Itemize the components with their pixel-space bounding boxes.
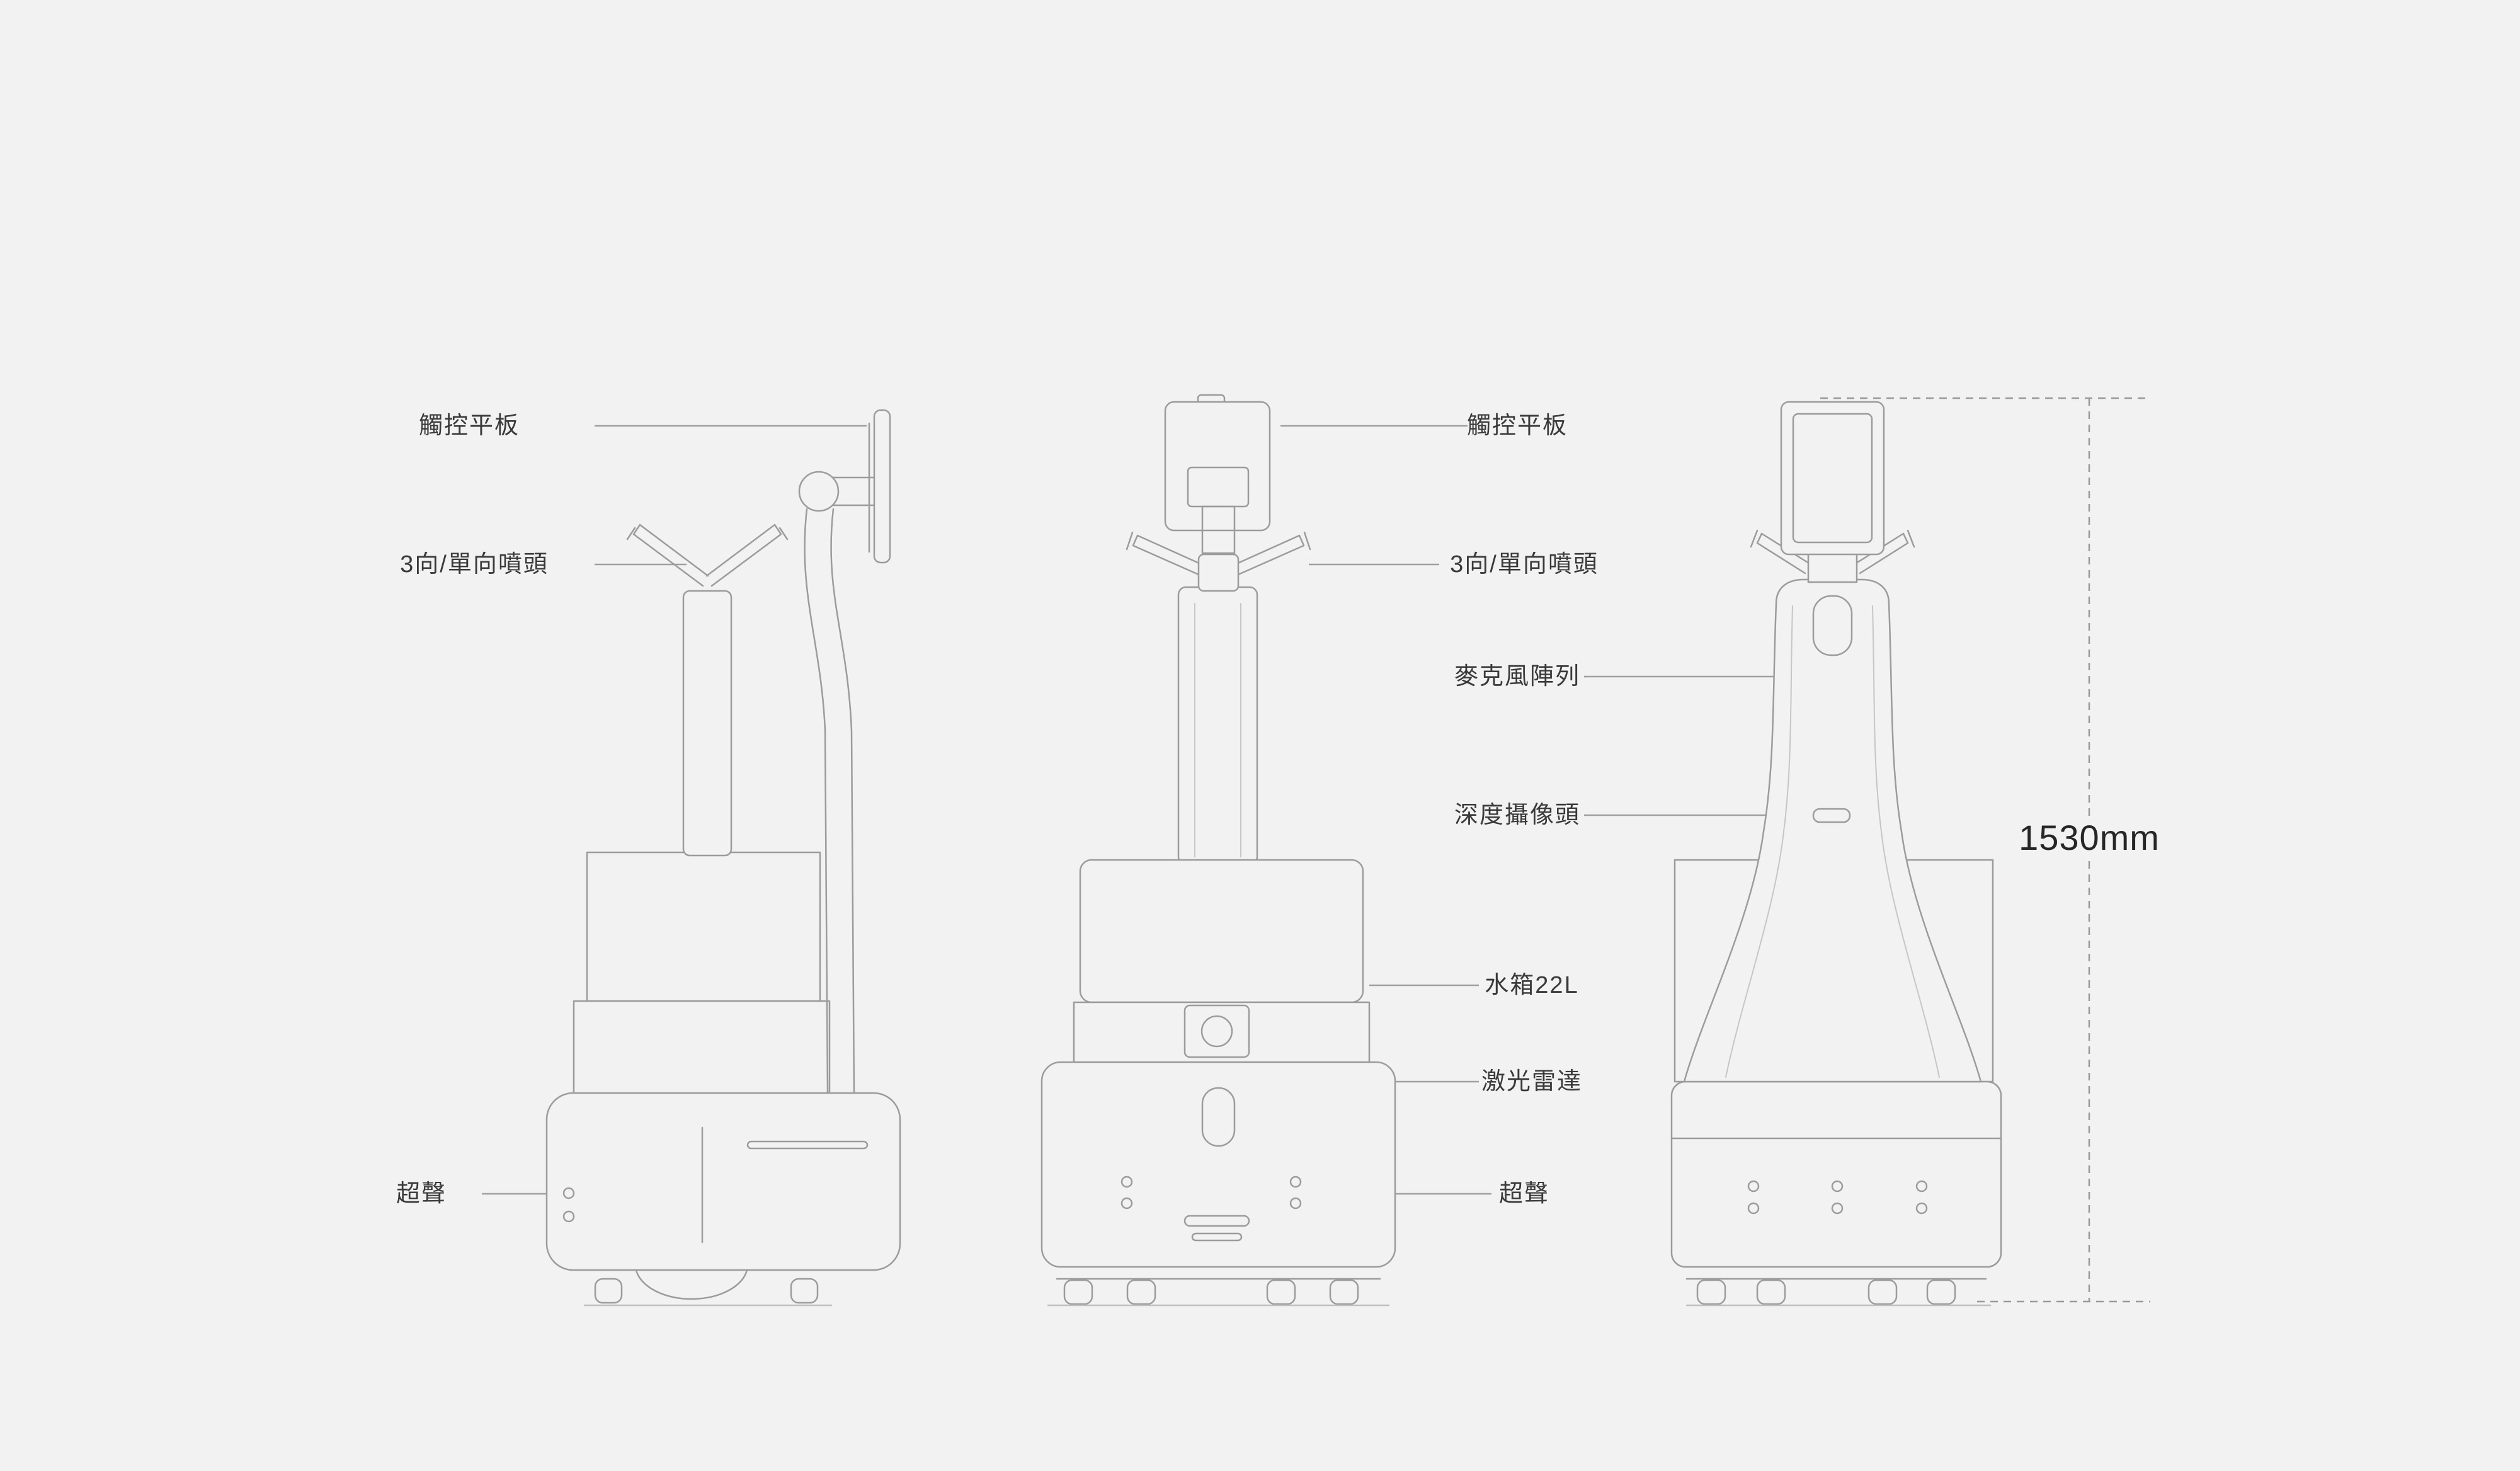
robot-back-view-drawing <box>1670 401 2002 1307</box>
label-lidar: 激光雷達 <box>1481 1068 1583 1095</box>
back-ultrasonic-sensor-dot <box>1915 1202 1928 1215</box>
front-ultrasonic-sensor-dot <box>1120 1176 1133 1188</box>
front-tablet-neck <box>1201 505 1236 554</box>
front-vent-slot <box>1191 1232 1243 1242</box>
side-base-vent-slot <box>746 1140 869 1150</box>
front-base <box>1040 1061 1396 1268</box>
back-ultrasonic-sensor-dot <box>1831 1180 1844 1193</box>
side-ultrasonic-sensor-dot <box>562 1187 575 1199</box>
front-vent-slot <box>1183 1215 1250 1227</box>
side-drive-wheel <box>635 1269 748 1300</box>
side-water-tank-upper <box>586 851 821 1002</box>
back-depth-camera-slot <box>1812 808 1851 823</box>
back-caster-wheel <box>1867 1279 1898 1305</box>
side-tablet <box>873 409 891 564</box>
back-caster-wheel <box>1696 1279 1726 1305</box>
label-height-dimension: 1530mm <box>2010 816 2169 859</box>
label-ultrasonic-side: 超聲 <box>396 1181 447 1207</box>
label-depth-camera: 深度攝像頭 <box>1454 802 1581 828</box>
front-spray-nozzle-arm-right <box>1235 531 1311 576</box>
back-tablet-screen <box>1792 413 1873 544</box>
label-ultrasonic-front: 超聲 <box>1498 1181 1550 1207</box>
robot-side-view-drawing <box>545 409 901 1307</box>
robot-front-view-drawing <box>1040 394 1396 1307</box>
front-nozzle-hub <box>1197 553 1240 592</box>
front-caster-wheel <box>1329 1279 1359 1305</box>
front-fill-port-panel <box>1183 1004 1250 1058</box>
label-touch-panel-front: 觸控平板 <box>1466 413 1568 439</box>
back-ultrasonic-sensor-dot <box>1831 1202 1844 1215</box>
back-caster-wheel <box>1926 1279 1956 1305</box>
label-nozzle-front: 3向/單向噴頭 <box>1450 551 1599 578</box>
side-spray-nozzle-arm-left <box>626 524 709 587</box>
back-ultrasonic-sensor-dot <box>1747 1180 1760 1193</box>
side-support-pipe <box>804 508 829 1094</box>
front-fill-port <box>1200 1015 1233 1048</box>
back-column <box>1683 578 1982 1083</box>
back-ultrasonic-sensor-dot <box>1915 1180 1928 1193</box>
front-caster-wheel <box>1063 1279 1093 1305</box>
front-water-tank-upper <box>1079 859 1364 1004</box>
front-ultrasonic-sensor-dot <box>1289 1176 1302 1188</box>
back-column-contour <box>1725 605 1793 1078</box>
front-caster-wheel <box>1266 1279 1296 1305</box>
back-tablet <box>1780 401 1885 556</box>
label-mic-array: 麥克風陣列 <box>1454 663 1581 690</box>
front-tablet <box>1164 401 1271 532</box>
side-support-pipe <box>830 508 855 1096</box>
front-ultrasonic-sensor-dot <box>1120 1197 1133 1210</box>
back-handle-opening <box>1812 595 1853 656</box>
side-caster-wheel <box>790 1278 819 1304</box>
side-caster-wheel <box>594 1278 623 1304</box>
back-base <box>1670 1080 2002 1268</box>
front-spray-nozzle-arm-left <box>1126 531 1202 576</box>
back-caster-wheel <box>1756 1279 1786 1305</box>
front-ultrasonic-sensor-dot <box>1289 1197 1302 1210</box>
front-caster-wheel <box>1126 1279 1156 1305</box>
front-lidar-slot <box>1201 1087 1236 1147</box>
side-ultrasonic-sensor-dot <box>562 1210 575 1223</box>
side-base <box>545 1092 901 1271</box>
label-touch-panel-side: 觸控平板 <box>418 413 520 439</box>
side-spray-nozzle-arm-right <box>705 524 789 587</box>
back-column-contour <box>1872 605 1940 1078</box>
label-water-tank: 水箱22L <box>1485 972 1579 999</box>
side-tablet-joint <box>798 471 840 512</box>
side-spray-column <box>682 590 733 857</box>
label-nozzle-side: 3向/單向噴頭 <box>400 551 549 578</box>
side-water-tank-lower <box>573 1000 831 1096</box>
front-spray-column <box>1177 586 1258 866</box>
back-ultrasonic-sensor-dot <box>1747 1202 1760 1215</box>
